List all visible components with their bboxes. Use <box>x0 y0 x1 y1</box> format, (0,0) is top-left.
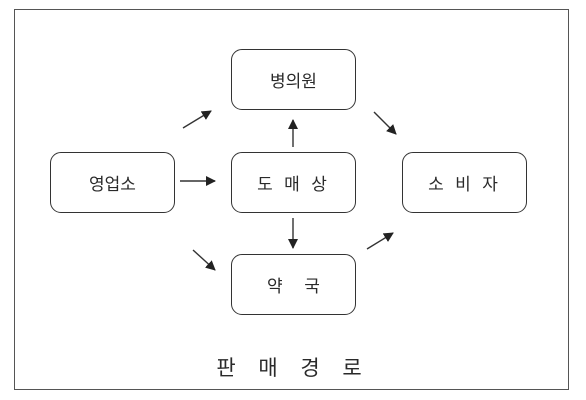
arrow-office-to-hospital <box>182 110 212 129</box>
arrow-hospital-to-consumer <box>373 111 397 135</box>
node-sales-office-label: 영업소 <box>89 175 136 195</box>
node-pharmacy-label: 약 국 <box>267 277 320 297</box>
diagram-caption: 판 매 경 로 <box>216 356 370 380</box>
node-consumer-label: 소 비 자 <box>428 175 501 195</box>
node-pharmacy: 약 국 <box>231 254 356 315</box>
node-sales-office: 영업소 <box>50 152 175 213</box>
arrow-pharmacy-to-consumer <box>366 232 394 250</box>
node-hospital: 병의원 <box>231 49 356 110</box>
node-wholesaler-label: 도 매 상 <box>257 175 330 195</box>
diagram-frame <box>14 9 569 390</box>
node-hospital-label: 병의원 <box>270 72 317 92</box>
node-consumer: 소 비 자 <box>402 152 527 213</box>
node-wholesaler: 도 매 상 <box>231 152 356 213</box>
arrow-office-to-pharmacy <box>192 249 216 271</box>
